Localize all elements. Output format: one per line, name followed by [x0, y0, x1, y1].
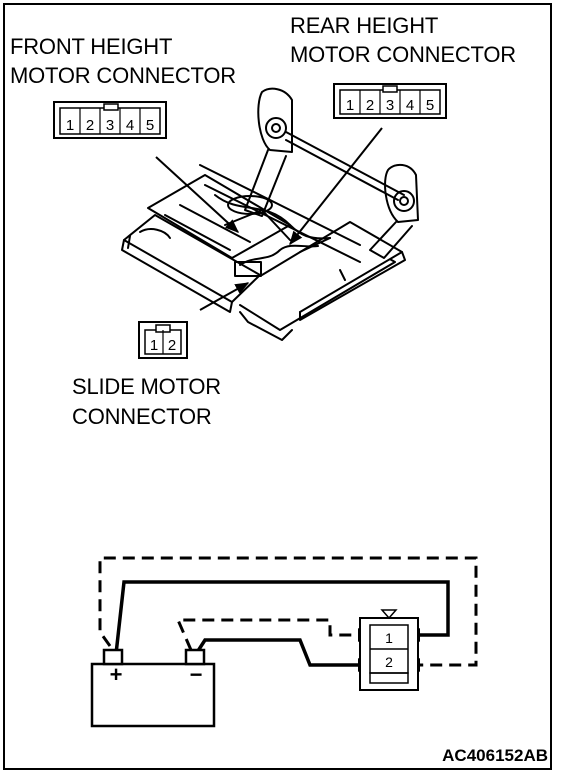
- battery-positive-terminal: +: [110, 662, 123, 687]
- test-connector-pin-1: 1: [385, 630, 393, 646]
- battery: + −: [90, 648, 216, 728]
- rear-pin-5: 5: [426, 97, 434, 114]
- test-circuit: + − 1 2: [90, 556, 478, 728]
- slide-motor-connector: 1 2: [138, 321, 188, 359]
- power-seat-frame-illustration: [121, 87, 419, 341]
- front-height-connector: 1 2 3 4 5: [53, 101, 167, 139]
- leader-lines: [155, 127, 383, 311]
- slide-pin-2: 2: [168, 337, 176, 354]
- front-height-label-line1: FRONT HEIGHT: [10, 34, 173, 59]
- rear-height-label-line2: MOTOR CONNECTOR: [290, 42, 516, 67]
- rear-pin-1: 1: [346, 97, 354, 114]
- battery-negative-terminal: −: [190, 662, 203, 687]
- motor-connector-under-test: 1 2: [359, 609, 419, 691]
- figure-frame: [3, 3, 552, 770]
- front-pin-5: 5: [146, 117, 154, 134]
- dashed-wire-outer: [98, 556, 478, 667]
- dashed-wire-inner: [175, 618, 358, 651]
- front-pin-3: 3: [106, 117, 114, 134]
- figure-id: AC406152AB: [442, 746, 548, 765]
- rear-pin-3: 3: [386, 97, 394, 114]
- rear-pin-4: 4: [406, 97, 414, 114]
- slide-pin-1: 1: [150, 337, 158, 354]
- test-connector-pin-2: 2: [385, 654, 393, 670]
- slide-motor-label-line2: CONNECTOR: [72, 404, 212, 429]
- solid-wire-inner: [194, 638, 358, 667]
- slide-motor-label-line1: SLIDE MOTOR: [72, 374, 221, 399]
- solid-wire-outer: [114, 580, 450, 655]
- rear-pin-2: 2: [366, 97, 374, 114]
- front-pin-2: 2: [86, 117, 94, 134]
- rear-height-connector: 1 2 3 4 5: [333, 83, 447, 119]
- front-pin-4: 4: [126, 117, 134, 134]
- front-pin-1: 1: [66, 117, 74, 134]
- front-height-label-line2: MOTOR CONNECTOR: [10, 63, 236, 88]
- rear-height-label-line1: REAR HEIGHT: [290, 13, 439, 38]
